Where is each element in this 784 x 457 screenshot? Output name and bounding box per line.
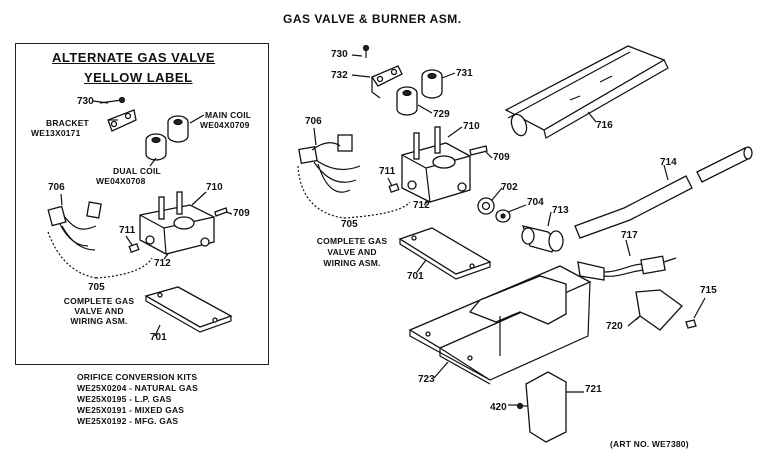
elbow-713-part [521, 225, 564, 253]
inset-dual-coil-part-number: WE04X0708 [96, 176, 146, 186]
inset-main-coil-part-number: WE04X0709 [200, 120, 250, 130]
orifice-kit-natural-gas: WE25X0204 - NATURAL GAS [77, 383, 198, 393]
frame-723-part [408, 265, 592, 385]
inset-711-part [128, 242, 140, 254]
callout-730: 730 [331, 49, 348, 60]
art-number: (ART NO. WE7380) [610, 439, 689, 449]
callout-702: 702 [501, 182, 518, 193]
fitting-704-part [495, 209, 511, 223]
tube-714-part [574, 146, 753, 239]
callout-712: 712 [413, 200, 430, 211]
part-711 [388, 182, 400, 194]
callout-714: 714 [660, 157, 677, 168]
orifice-kits-heading: ORIFICE CONVERSION KITS [77, 372, 198, 382]
inset-heading-line-1: ALTERNATE GAS VALVE [52, 50, 216, 65]
wiring-706-part [298, 134, 361, 193]
inset-main-coil-part [167, 115, 189, 143]
callout-713: 713 [552, 205, 569, 216]
part-709 [469, 145, 488, 156]
orifice-kit-lp-gas: WE25X0195 - L.P. GAS [77, 394, 172, 404]
bracket-701-part [398, 227, 492, 280]
callout-721: 721 [585, 384, 602, 395]
main-complete-label-2: VALVE AND [327, 247, 377, 257]
callout-720: 720 [606, 321, 623, 332]
bracket-720-part [635, 289, 683, 331]
callout-420: 420 [490, 402, 507, 413]
inset-complete-label-2: VALVE AND [74, 306, 124, 316]
callout-705: 705 [341, 219, 358, 230]
inset-dual-coil-label: DUAL COIL [113, 166, 161, 176]
orifice-kit-mfg-gas: WE25X0192 - MFG. GAS [77, 416, 179, 426]
main-complete-label-3: WIRING ASM. [323, 258, 381, 268]
callout-715: 715 [700, 285, 717, 296]
callout-709: 709 [493, 152, 510, 163]
inset-callout-710: 710 [206, 182, 223, 193]
inset-complete-label-3: WIRING ASM. [70, 316, 128, 326]
orifice-kit-mixed-gas: WE25X0191 - MIXED GAS [77, 405, 185, 415]
diagram-title: GAS VALVE & BURNER ASM. [283, 12, 462, 26]
inset-complete-label-1: COMPLETE GAS [63, 296, 135, 306]
inset-bracket-part-number: WE13X0171 [31, 128, 81, 138]
inset-bracket-701-part [144, 286, 233, 333]
igniter-717-part [577, 255, 677, 281]
coil-731-part [421, 69, 443, 99]
inset-bracket-label: BRACKET [46, 118, 89, 128]
callout-729: 729 [433, 109, 450, 120]
callout-716: 716 [596, 120, 613, 131]
callout-706: 706 [305, 116, 322, 127]
plate-721-part [525, 371, 567, 443]
inset-callout-709: 709 [233, 208, 250, 219]
inset-main-coil-label: MAIN COIL [205, 110, 252, 120]
inset-wiring-part [47, 201, 102, 251]
callout-710: 710 [463, 121, 480, 132]
callout-732: 732 [331, 70, 348, 81]
inset-heading-line-2: YELLOW LABEL [84, 70, 193, 85]
inset-callout-712: 712 [154, 258, 171, 269]
callout-731: 731 [456, 68, 473, 79]
callout-717: 717 [621, 230, 638, 241]
inset-dual-coil-part [145, 133, 167, 161]
alternate-valve-inset [15, 43, 269, 365]
burner-716-part [504, 45, 669, 139]
valve-body-main-part [401, 126, 471, 203]
bracket-732-part [371, 65, 403, 99]
callout-711: 711 [379, 166, 396, 177]
screw-420-part [516, 402, 528, 410]
inset-callout-730: 730 [77, 96, 94, 107]
inset-callout-705: 705 [88, 282, 105, 293]
main-complete-label-1: COMPLETE GAS [316, 236, 388, 246]
callout-723: 723 [418, 374, 435, 385]
fitting-702-part [477, 197, 495, 215]
coil-729-part [396, 86, 418, 116]
inset-valve-body-part [139, 191, 215, 255]
screw-730-part [362, 44, 370, 58]
inset-709-part [214, 207, 228, 217]
callout-701: 701 [407, 271, 424, 282]
callout-704: 704 [527, 197, 544, 208]
screw-715-part [685, 319, 697, 329]
inset-callout-711: 711 [119, 225, 136, 236]
inset-callout-701: 701 [150, 332, 167, 343]
inset-callout-706: 706 [48, 182, 65, 193]
